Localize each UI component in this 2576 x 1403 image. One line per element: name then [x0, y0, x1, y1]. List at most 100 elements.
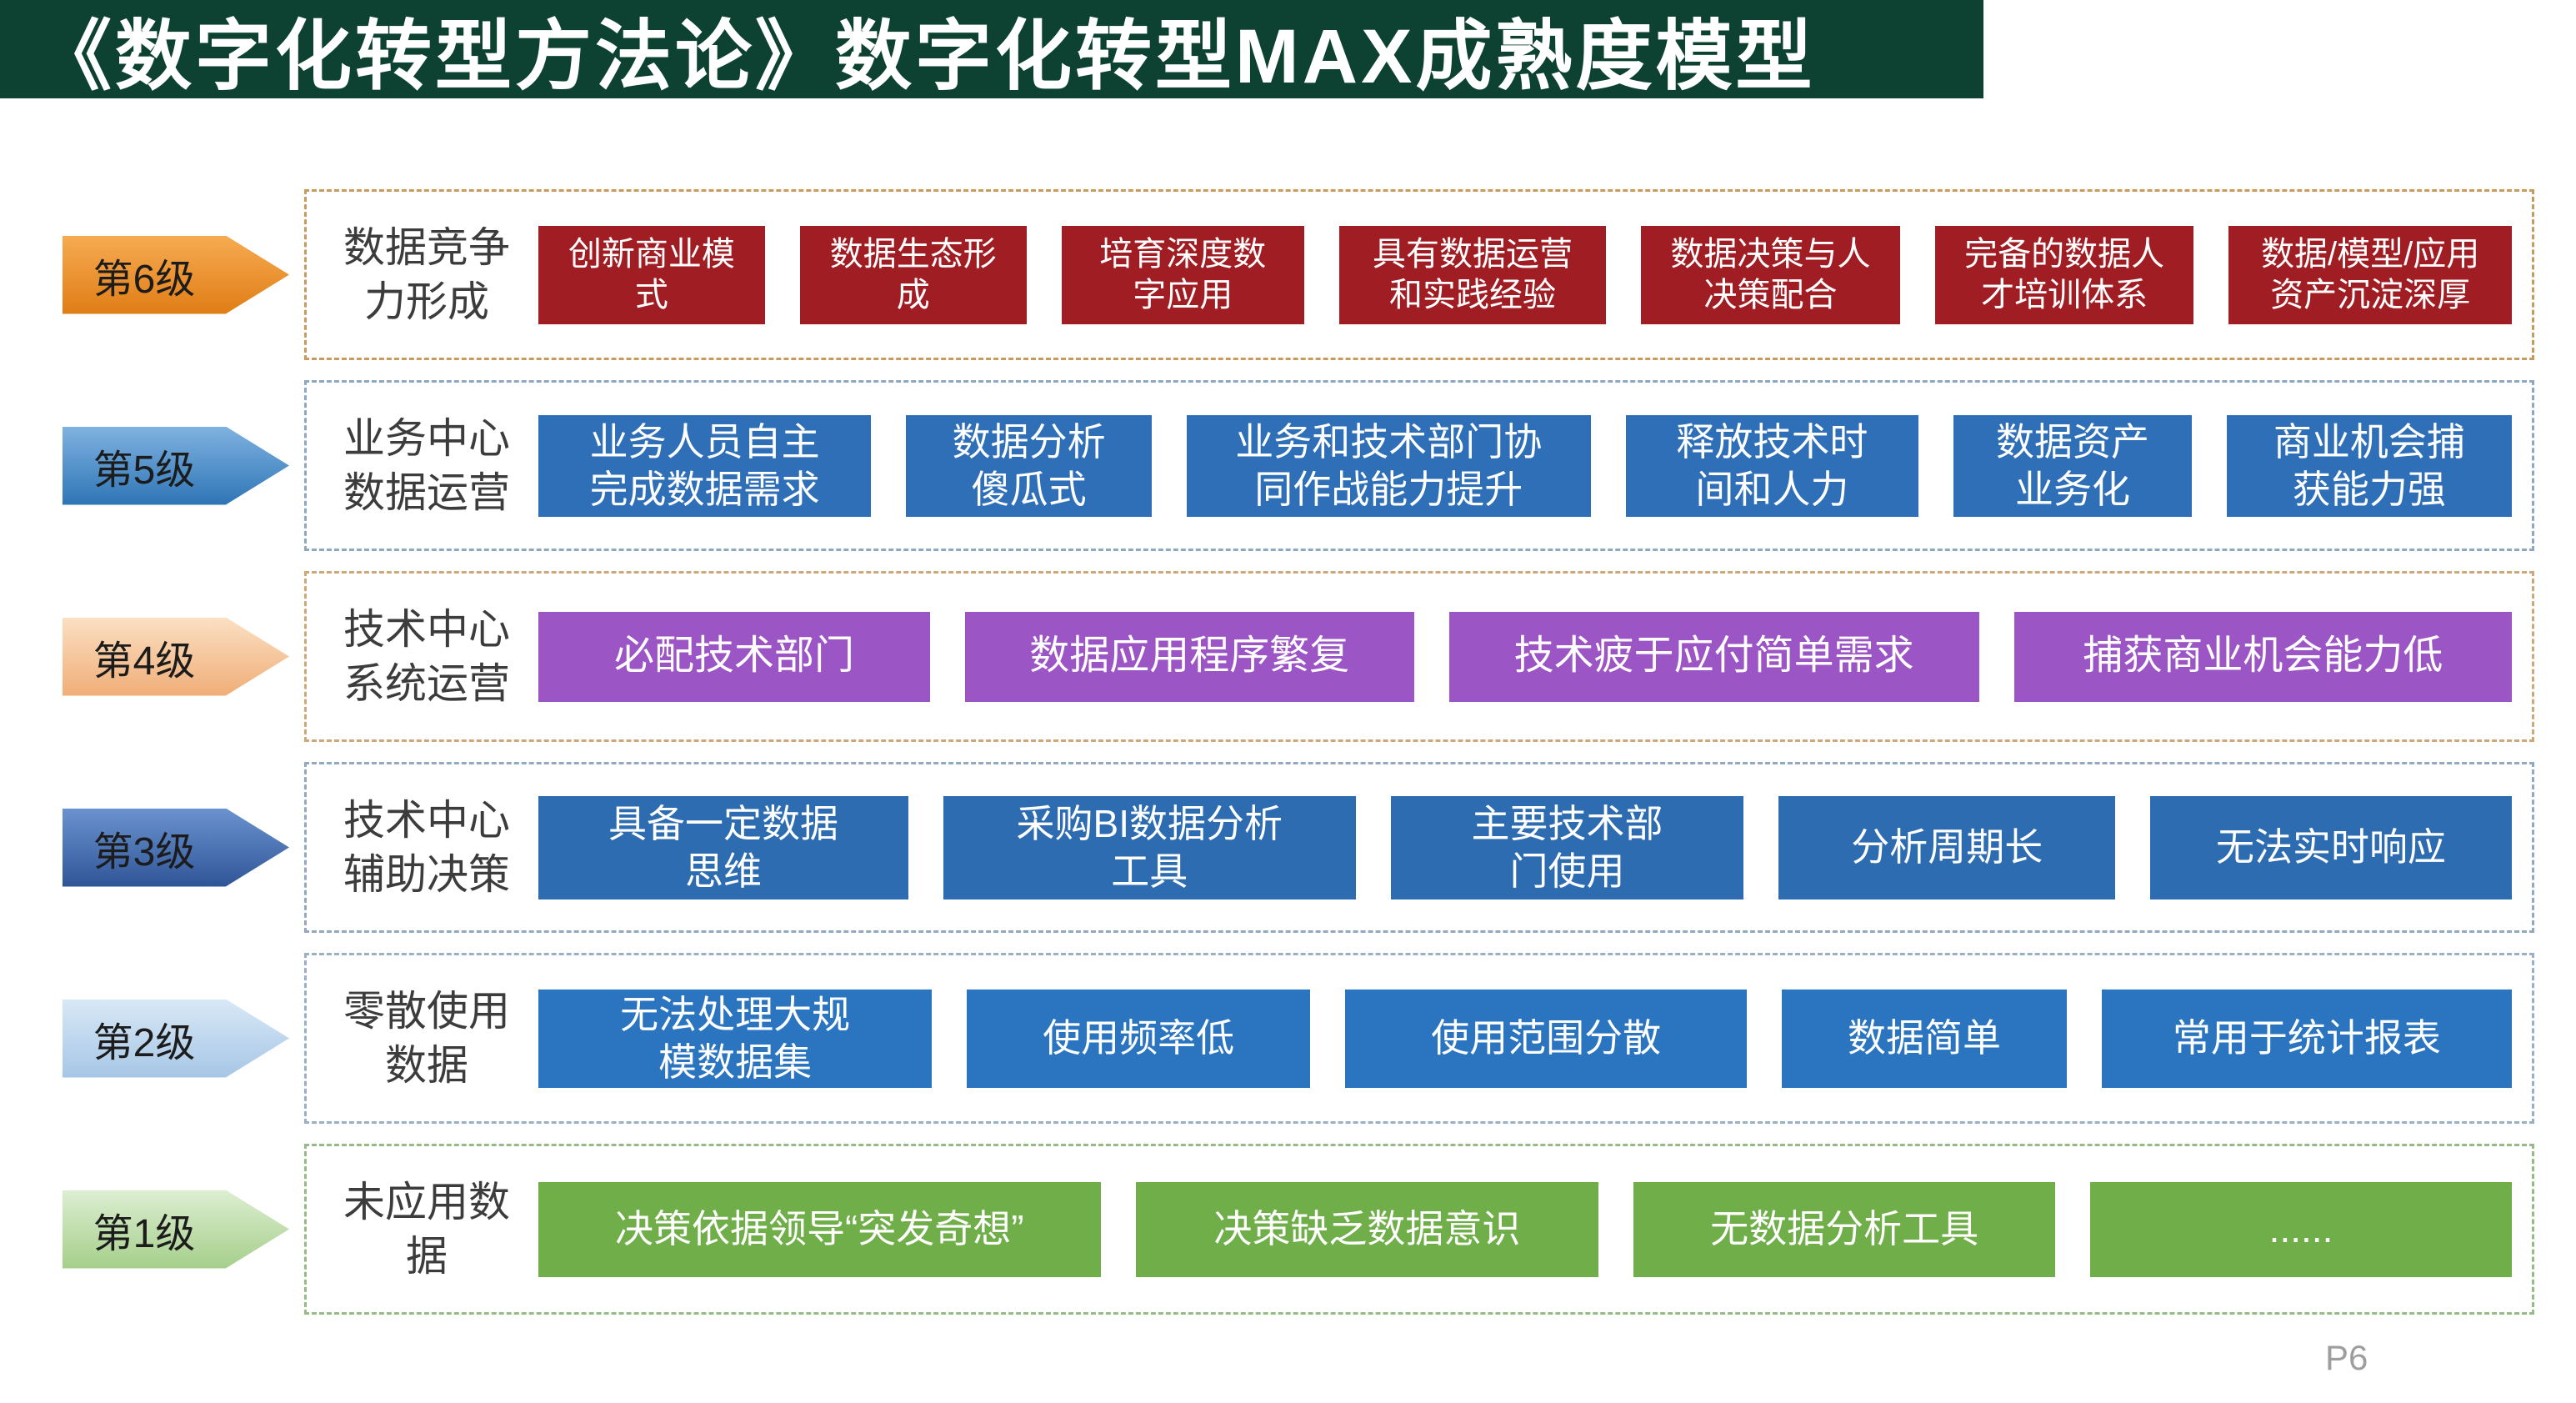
feature-box-label: 数据/模型/应用资产沉淀深厚	[2261, 235, 2480, 313]
level-1-stage-label: 未应用数据	[343, 1178, 510, 1280]
feature-box: 数据/模型/应用资产沉淀深厚	[2228, 225, 2513, 324]
feature-box: 数据简单	[1782, 989, 2067, 1088]
level-3-boxes: 具备一定数据思维 采购BI数据分析工具 主要技术部门使用 分析周期长 无法实时响…	[538, 795, 2512, 899]
feature-box-label: 无法处理大规模数据集	[620, 993, 851, 1084]
feature-box: 主要技术部门使用	[1390, 795, 1744, 899]
feature-box-label: 培育深度数字应用	[1099, 235, 1267, 313]
level-4-arrow: 第4级	[63, 617, 289, 696]
level-5-row: 第5级 业务中心数据运营 业务人员自主完成数据需求 数据分析傻瓜式 业务和技术部…	[63, 380, 2534, 551]
level-2-stage-label: 零散使用数据	[343, 987, 510, 1089]
feature-box: 使用范围分散	[1345, 989, 1748, 1088]
feature-box: 数据应用程序繁复	[965, 611, 1414, 702]
level-4-stage-label: 技术中心系统运营	[343, 605, 510, 707]
level-3-row: 第3级 技术中心辅助决策 具备一定数据思维 采购BI数据分析工具 主要技术部门使…	[63, 762, 2534, 933]
feature-box-label: 决策依据领导“突发奇想”	[614, 1207, 1024, 1251]
level-4-row: 第4级 技术中心系统运营 必配技术部门 数据应用程序繁复 技术疲于应付简单需求 …	[63, 571, 2534, 742]
level-4-arrow-label: 第4级	[93, 639, 196, 684]
level-2-row: 第2级 零散使用数据 无法处理大规模数据集 使用频率低 使用范围分散 数据简单 …	[63, 953, 2534, 1124]
level-2-panel: 零散使用数据 无法处理大规模数据集 使用频率低 使用范围分散 数据简单 常用于统…	[304, 953, 2534, 1124]
level-3-arrow: 第3级	[63, 808, 289, 887]
feature-box: 决策依据领导“突发奇想”	[538, 1181, 1101, 1277]
feature-box: 必配技术部门	[538, 611, 931, 702]
feature-box: 使用频率低	[967, 989, 1311, 1088]
level-2-arrow: 第2级	[63, 999, 289, 1078]
level-6-arrow: 第6级	[63, 235, 289, 314]
feature-box-label: 具备一定数据思维	[608, 802, 838, 893]
level-1-boxes: 决策依据领导“突发奇想” 决策缺乏数据意识 无数据分析工具 ......	[538, 1181, 2512, 1277]
feature-box-label: 无数据分析工具	[1710, 1207, 1979, 1251]
feature-box-label: 使用频率低	[1043, 1016, 1235, 1060]
level-6-boxes: 创新商业模式 数据生态形成 培育深度数字应用 具有数据运营和实践经验 数据决策与…	[538, 225, 2513, 324]
feature-box-label: 完备的数据人才培训体系	[1964, 235, 2165, 313]
feature-box-label: 使用范围分散	[1431, 1016, 1662, 1060]
level-1-row: 第1级 未应用数据 决策依据领导“突发奇想” 决策缺乏数据意识 无数据分析工具 …	[63, 1144, 2534, 1315]
feature-box-label: 商业机会捕获能力强	[2273, 420, 2465, 511]
feature-box: 无法实时响应	[2150, 795, 2512, 899]
feature-box-label: 捕获商业机会能力低	[2083, 634, 2443, 679]
feature-box: 创新商业模式	[538, 225, 765, 324]
feature-box: 数据资产业务化	[1953, 414, 2192, 517]
feature-box: 捕获商业机会能力低	[2013, 611, 2512, 702]
feature-box-label: 释放技术时间和人力	[1676, 420, 1868, 511]
feature-box-label: 业务和技术部门协同作战能力提升	[1235, 420, 1543, 511]
feature-box-label: 创新商业模式	[568, 235, 735, 313]
level-1-arrow-label: 第1级	[93, 1211, 196, 1256]
level-1-arrow: 第1级	[63, 1190, 289, 1269]
feature-box: 数据分析傻瓜式	[906, 414, 1153, 517]
level-2-boxes: 无法处理大规模数据集 使用频率低 使用范围分散 数据简单 常用于统计报表	[538, 989, 2512, 1088]
level-5-arrow: 第5级	[63, 426, 289, 505]
feature-box: 数据决策与人决策配合	[1641, 225, 1900, 324]
level-6-row: 第6级 数据竞争力形成 创新商业模式 数据生态形成 培育深度数字应用 具有数据运…	[63, 189, 2534, 360]
feature-box: 数据生态形成	[799, 225, 1027, 324]
feature-box: 常用于统计报表	[2101, 989, 2512, 1088]
feature-box: 释放技术时间和人力	[1625, 414, 1919, 517]
level-4-boxes: 必配技术部门 数据应用程序繁复 技术疲于应付简单需求 捕获商业机会能力低	[538, 611, 2512, 702]
level-4-panel: 技术中心系统运营 必配技术部门 数据应用程序繁复 技术疲于应付简单需求 捕获商业…	[304, 571, 2534, 742]
feature-box-label: 主要技术部门使用	[1471, 802, 1663, 893]
feature-box-label: 数据应用程序繁复	[1029, 634, 1350, 679]
level-5-boxes: 业务人员自主完成数据需求 数据分析傻瓜式 业务和技术部门协同作战能力提升 释放技…	[538, 414, 2512, 517]
feature-box-label: 必配技术部门	[614, 634, 855, 679]
feature-box-label: 数据分析傻瓜式	[952, 420, 1106, 511]
slide-title: 《数字化转型方法论》数字化转型MAX成熟度模型	[35, 13, 1816, 99]
feature-box: 完备的数据人才培训体系	[1934, 225, 2194, 324]
level-1-panel: 未应用数据 决策依据领导“突发奇想” 决策缺乏数据意识 无数据分析工具 ....…	[304, 1144, 2534, 1315]
feature-box-label: 决策缺乏数据意识	[1213, 1207, 1521, 1251]
feature-box: 无法处理大规模数据集	[538, 989, 933, 1088]
feature-box: ......	[2090, 1181, 2512, 1277]
level-6-panel: 数据竞争力形成 创新商业模式 数据生态形成 培育深度数字应用 具有数据运营和实践…	[304, 189, 2534, 360]
feature-box-label: 数据资产业务化	[1995, 420, 2149, 511]
feature-box: 商业机会捕获能力强	[2226, 414, 2512, 517]
feature-box-label: 具有数据运营和实践经验	[1373, 235, 1573, 313]
feature-box: 技术疲于应付简单需求	[1448, 611, 1979, 702]
level-6-stage-label: 数据竞争力形成	[343, 223, 510, 325]
feature-box-label: 分析周期长	[1851, 825, 2043, 869]
feature-box-label: 采购BI数据分析工具	[1016, 802, 1283, 893]
feature-box-label: 数据生态形成	[829, 235, 997, 313]
level-5-panel: 业务中心数据运营 业务人员自主完成数据需求 数据分析傻瓜式 业务和技术部门协同作…	[304, 380, 2534, 551]
slide-header: 《数字化转型方法论》数字化转型MAX成熟度模型	[0, 0, 1983, 99]
level-3-panel: 技术中心辅助决策 具备一定数据思维 采购BI数据分析工具 主要技术部门使用 分析…	[304, 762, 2534, 933]
level-6-arrow-label: 第6级	[93, 257, 196, 302]
feature-box: 业务和技术部门协同作战能力提升	[1187, 414, 1591, 517]
feature-box-label: 数据简单	[1847, 1016, 2001, 1060]
maturity-model: 第6级 数据竞争力形成 创新商业模式 数据生态形成 培育深度数字应用 具有数据运…	[63, 189, 2534, 1315]
level-3-arrow-label: 第3级	[93, 829, 196, 874]
feature-box-label: 无法实时响应	[2216, 825, 2447, 869]
feature-box: 决策缺乏数据意识	[1135, 1181, 1599, 1277]
feature-box-label: 数据决策与人决策配合	[1670, 235, 1871, 313]
feature-box-label: 业务人员自主完成数据需求	[589, 420, 820, 511]
feature-box: 采购BI数据分析工具	[943, 795, 1356, 899]
feature-box: 具备一定数据思维	[538, 795, 909, 899]
feature-box-label: ......	[2268, 1207, 2333, 1251]
feature-box: 分析周期长	[1778, 795, 2116, 899]
feature-box-label: 技术疲于应付简单需求	[1513, 634, 1914, 679]
feature-box: 无数据分析工具	[1633, 1181, 2056, 1277]
level-5-arrow-label: 第5级	[93, 448, 196, 493]
level-5-stage-label: 业务中心数据运营	[343, 414, 510, 516]
feature-box: 具有数据运营和实践经验	[1338, 225, 1607, 324]
feature-box: 培育深度数字应用	[1061, 225, 1304, 324]
level-3-stage-label: 技术中心辅助决策	[343, 796, 510, 898]
level-2-arrow-label: 第2级	[93, 1020, 196, 1065]
